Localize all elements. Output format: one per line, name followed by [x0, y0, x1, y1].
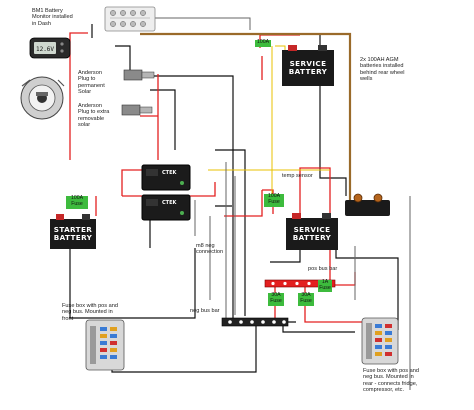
anderson-plug-removable: [121, 104, 153, 116]
service-battery-bottom-label: SERVICE BATTERY: [292, 225, 332, 243]
anderson-removable-label: Anderson Plug to extra removable solar: [78, 103, 110, 129]
battery-isolator: [345, 193, 390, 216]
fuse-30a-left: 30A Fuse: [268, 292, 284, 306]
neg-bus-bar-label: neg bus bar: [190, 308, 220, 314]
starter-battery: [50, 214, 96, 249]
bm1-monitor-label: BM1 Battery Monitor installed in Dash: [32, 8, 73, 27]
pos-bus-bar-label: pos bus bar: [308, 266, 338, 272]
fuse-30a-right: 30A Fuse: [298, 292, 314, 306]
anderson-permanent-label: Anderson Plug to permanent Solar: [78, 70, 105, 96]
bm1-monitor: 12.6V: [29, 37, 71, 59]
starter-fuse: 100A Fuse: [66, 195, 88, 209]
agm-batteries-label: 2x 100AH AGM batteries installed behind …: [360, 57, 405, 83]
service-battery-top: [282, 45, 334, 86]
fuse-box-front-label: Fuse box with pos and neg bus. Mounted i…: [62, 303, 118, 322]
anderson-plug-permanent: [123, 69, 155, 81]
ctek-charger-bottom: [141, 194, 191, 221]
battery-shunt: [20, 76, 65, 120]
temp-sensor-label: temp sensor: [282, 173, 313, 179]
fuse-box-rear-label: Fuse box with pos and neg bus. Mounted i…: [363, 368, 419, 394]
service-battery-top-label: SERVICE BATTERY: [288, 59, 328, 77]
starter-battery-label: STARTER BATTERY: [53, 225, 93, 243]
fuse-box-front: [85, 319, 125, 371]
fuse-box-rear: [361, 317, 399, 365]
shunt-wires: [140, 32, 352, 200]
neg-bus-bar: [221, 317, 289, 327]
fuse-right-bus: 1A Fuse: [318, 279, 332, 292]
ctek-charger-top: [141, 164, 191, 191]
monitor-display-text: 12.6V: [36, 46, 54, 53]
service-battery-bottom: [286, 213, 338, 250]
ctek-top-label: CTEK: [162, 170, 177, 176]
ctek-bottom-label: CTEK: [162, 200, 177, 206]
m8-neg-connection-label: m8 neg connection: [196, 243, 224, 256]
gray-wires: [154, 17, 411, 390]
terminal-strip: [104, 6, 156, 32]
service-fuse: 100A Fuse: [264, 193, 284, 207]
fuse-top: 100A: [255, 39, 271, 47]
